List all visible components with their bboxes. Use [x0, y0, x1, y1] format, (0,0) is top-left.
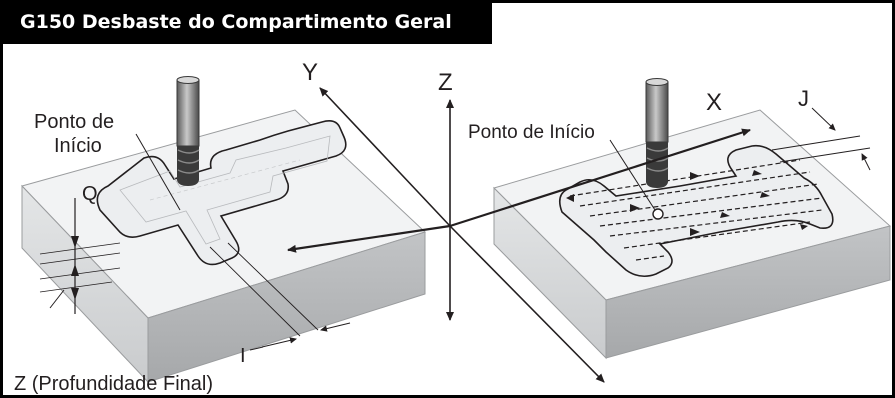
i-dim-line-2	[227, 242, 319, 331]
right-end-mill	[645, 78, 669, 188]
i-arrow-left	[261, 337, 297, 348]
z-final-arrow	[71, 288, 79, 300]
coordinate-axes	[287, 87, 751, 383]
i-label: I	[240, 345, 246, 367]
right-toolpath-arrows	[566, 170, 808, 236]
depth-ref-line-2	[39, 252, 121, 265]
x-axis-label: X	[706, 89, 722, 116]
j-label: J	[798, 86, 809, 111]
i-dim-line-1	[209, 246, 301, 337]
right-workpiece	[493, 78, 892, 360]
z-final-leader	[49, 289, 65, 309]
diagram-title: G150 Desbaste do Compartimento Geral	[0, 0, 492, 44]
j-arrow-up	[861, 153, 871, 171]
z-axis-label: Z	[438, 69, 453, 96]
left-pocket-toolpath	[149, 159, 301, 201]
start-point-left-line1: Ponto de	[34, 111, 114, 133]
y-axis-negative	[449, 225, 605, 383]
j-dim-line-2	[779, 147, 871, 163]
j-arrow-down	[811, 107, 836, 131]
y-axis-positive	[319, 87, 451, 227]
left-workpiece	[21, 76, 426, 384]
left-start-leader	[135, 133, 181, 211]
depth-ref-line-4	[39, 281, 113, 293]
right-start-leader	[609, 139, 656, 211]
q-label: Q	[82, 183, 98, 205]
i-leader	[249, 346, 264, 351]
left-pocket-inner-contour	[119, 135, 331, 245]
left-end-mill	[176, 76, 200, 186]
i-arrow-right	[320, 322, 351, 332]
left-block-side-right	[147, 231, 426, 383]
left-pocket-outline	[96, 120, 347, 266]
z-final-label: Z (Profundidade Final)	[14, 373, 213, 395]
depth-ref-line-3	[39, 267, 121, 280]
start-point-right-label: Ponto de Início	[468, 122, 595, 143]
depth-ref-line-1	[39, 242, 121, 255]
q-arrow-up	[71, 264, 79, 276]
j-dim-line-1	[771, 135, 861, 151]
x-axis-positive	[449, 128, 751, 228]
right-pocket-toolpath	[569, 159, 823, 261]
start-point-left-line2: Início	[54, 135, 102, 157]
right-start-point-marker	[652, 208, 664, 220]
right-block-side-right	[605, 225, 891, 359]
q-arrow-down	[71, 236, 79, 248]
x-axis-negative	[287, 224, 451, 253]
y-axis-label: Y	[302, 59, 318, 86]
